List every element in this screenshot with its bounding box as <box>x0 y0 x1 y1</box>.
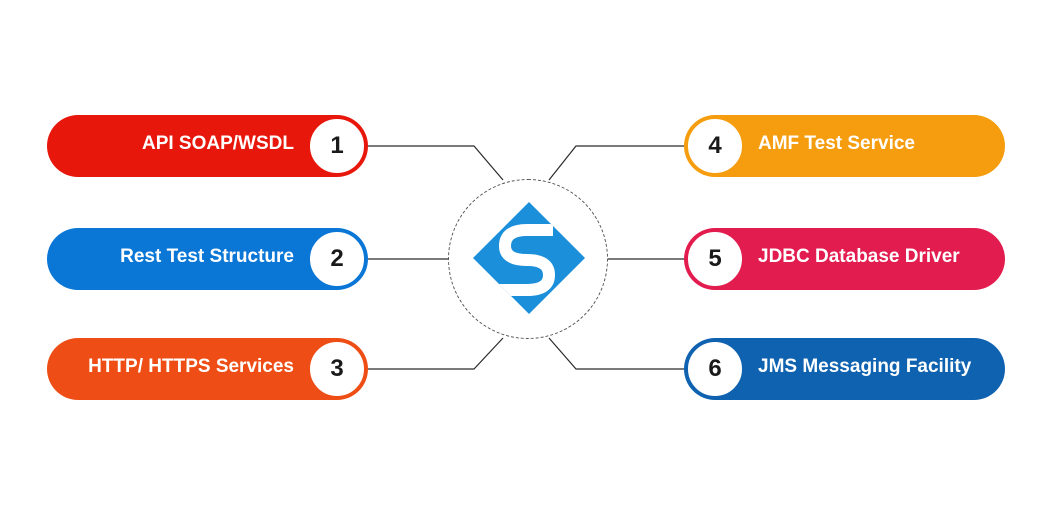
feature-item-4: 4 AMF Test Service <box>684 115 1005 177</box>
feature-label-5: JDBC Database Driver <box>758 246 960 267</box>
feature-number-6: 6 <box>686 340 744 398</box>
feature-item-3: HTTP/ HTTPS Services 3 <box>47 338 368 400</box>
feature-label-6: JMS Messaging Facility <box>758 356 972 377</box>
connector-6 <box>548 337 686 370</box>
feature-label-2: Rest Test Structure <box>120 246 294 267</box>
feature-item-2: Rest Test Structure 2 <box>47 228 368 290</box>
feature-item-1: API SOAP/WSDL 1 <box>47 115 368 177</box>
feature-item-5: 5 JDBC Database Driver <box>684 228 1005 290</box>
feature-number-2: 2 <box>308 230 366 288</box>
soapui-logo-icon <box>473 202 585 314</box>
connector-1 <box>368 145 504 181</box>
hub-circle <box>448 179 608 339</box>
feature-number-5: 5 <box>686 230 744 288</box>
feature-item-6: 6 JMS Messaging Facility <box>684 338 1005 400</box>
feature-number-3: 3 <box>308 340 366 398</box>
feature-label-3: HTTP/ HTTPS Services <box>88 356 294 377</box>
feature-number-1: 1 <box>308 117 366 175</box>
connector-4 <box>548 145 686 181</box>
feature-label-4: AMF Test Service <box>758 133 915 154</box>
feature-number-4: 4 <box>686 117 744 175</box>
connector-3 <box>368 337 504 370</box>
feature-label-1: API SOAP/WSDL <box>141 133 294 154</box>
